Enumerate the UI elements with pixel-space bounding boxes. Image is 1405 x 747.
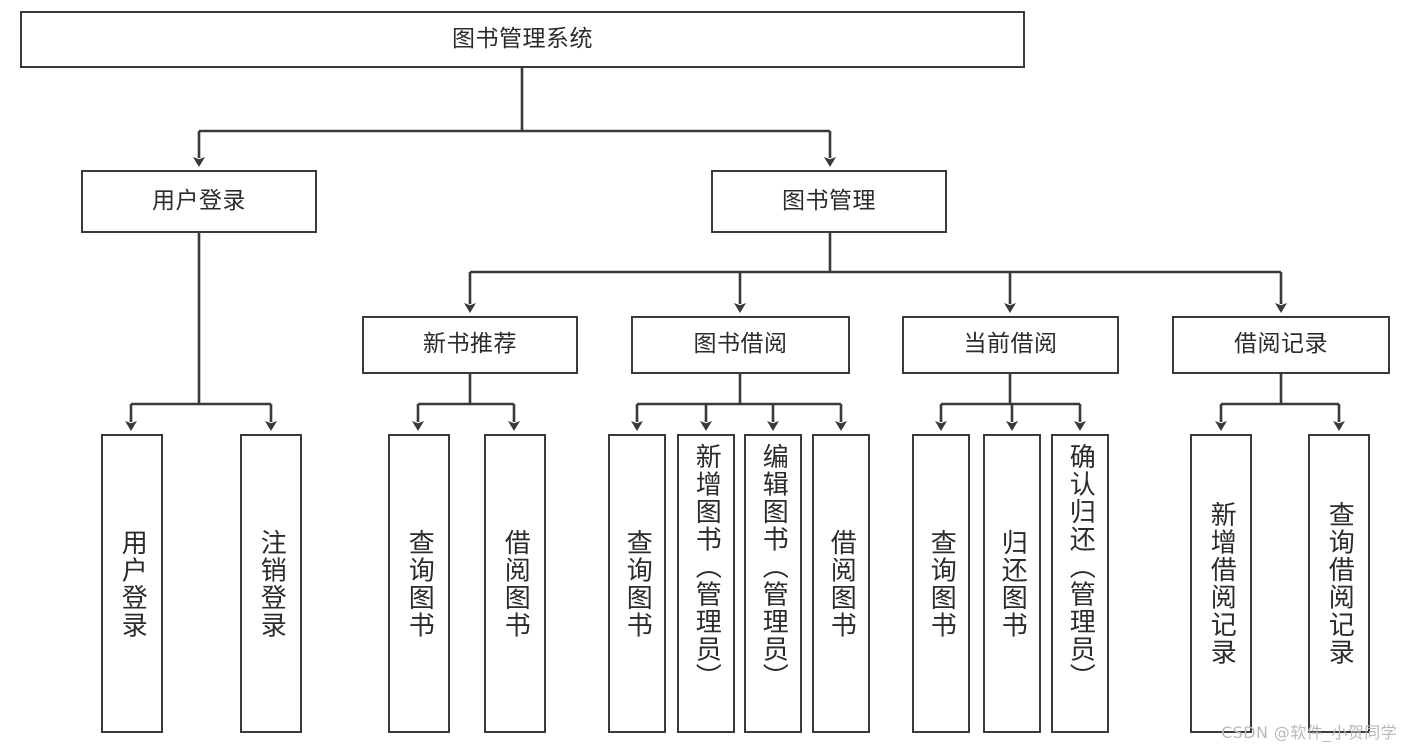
leaf-confirm-return[interactable]: 确认归还（管理员）: [1051, 434, 1109, 733]
leaf-logout-login-label: 注销登录: [256, 528, 287, 639]
leaf-edit-book-label: 编辑图书（管理员）: [758, 443, 789, 691]
leaf-return-book-label: 归还图书: [997, 528, 1028, 639]
node-borrow-record[interactable]: 借阅记录: [1172, 316, 1390, 374]
node-book-borrow-label: 图书借阅: [693, 331, 788, 358]
node-root-label: 图书管理系统: [452, 25, 593, 52]
node-book-borrow[interactable]: 图书借阅: [631, 316, 850, 374]
leaf-confirm-return-label: 确认归还（管理员）: [1065, 443, 1096, 691]
watermark: CSDN @软件_小贺同学: [1221, 723, 1397, 742]
node-current-borrow-label: 当前借阅: [963, 331, 1058, 358]
leaf-query-borrow-record-label: 查询借阅记录: [1324, 501, 1355, 666]
leaf-add-book[interactable]: 新增图书（管理员）: [677, 434, 735, 733]
leaf-borrow-book-recommend-label: 借阅图书: [500, 528, 531, 639]
leaf-query-book-current-label: 查询图书: [926, 528, 957, 639]
leaf-borrow-book[interactable]: 借阅图书: [812, 434, 870, 733]
node-root[interactable]: 图书管理系统: [20, 11, 1025, 68]
node-book-management[interactable]: 图书管理: [711, 170, 947, 233]
leaf-borrow-book-recommend[interactable]: 借阅图书: [484, 434, 546, 733]
leaf-edit-book[interactable]: 编辑图书（管理员）: [744, 434, 802, 733]
node-borrow-record-label: 借阅记录: [1234, 331, 1328, 358]
node-user-login[interactable]: 用户登录: [81, 170, 317, 233]
node-book-management-label: 图书管理: [782, 187, 876, 214]
node-new-book-recommend[interactable]: 新书推荐: [362, 316, 578, 374]
leaf-query-book-borrow[interactable]: 查询图书: [608, 434, 666, 733]
leaf-return-book[interactable]: 归还图书: [983, 434, 1041, 733]
leaf-query-book-recommend[interactable]: 查询图书: [388, 434, 450, 733]
leaf-logout-login[interactable]: 注销登录: [240, 434, 302, 733]
node-user-login-label: 用户登录: [152, 187, 246, 214]
leaf-borrow-book-label: 借阅图书: [826, 528, 857, 639]
node-current-borrow[interactable]: 当前借阅: [902, 316, 1119, 374]
leaf-query-book-recommend-label: 查询图书: [404, 528, 435, 639]
leaf-add-borrow-record-label: 新增借阅记录: [1206, 501, 1237, 666]
leaf-user-login-label: 用户登录: [117, 528, 148, 639]
leaf-user-login[interactable]: 用户登录: [101, 434, 163, 733]
leaf-add-borrow-record[interactable]: 新增借阅记录: [1190, 434, 1252, 733]
leaf-query-book-current[interactable]: 查询图书: [912, 434, 970, 733]
leaf-query-borrow-record[interactable]: 查询借阅记录: [1308, 434, 1370, 733]
leaf-add-book-label: 新增图书（管理员）: [691, 443, 722, 691]
leaf-query-book-borrow-label: 查询图书: [622, 528, 653, 639]
node-new-book-recommend-label: 新书推荐: [423, 331, 517, 358]
